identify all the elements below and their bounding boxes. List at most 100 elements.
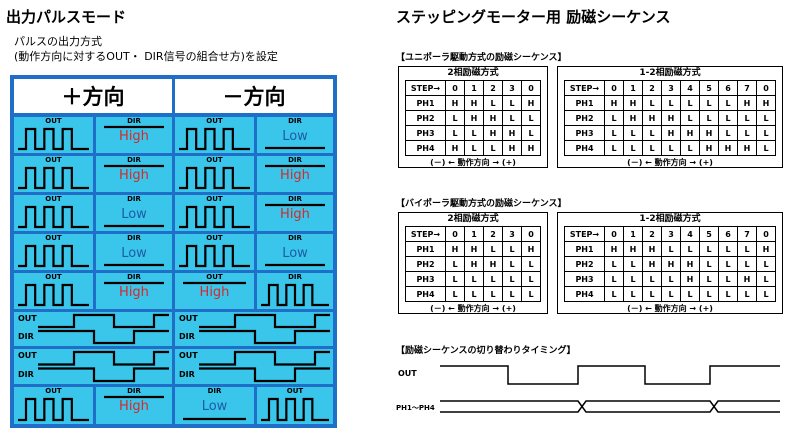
phase-value: L — [464, 140, 484, 156]
signal-label: OUT — [45, 195, 62, 203]
phase-value: L — [604, 286, 624, 302]
excitation-sequence-title: ステッピングモーター用 励磁シーケンス — [396, 8, 671, 26]
step-label: STEP→ — [405, 80, 446, 96]
phase-value: L — [464, 286, 484, 302]
pulse-cell-r4-c0: OUT — [14, 273, 93, 309]
timing-ph-wave-b — [440, 400, 780, 413]
dir-level-value: Low — [282, 129, 308, 144]
phase-name: PH3 — [405, 271, 446, 287]
pulse-cell-r2-c0: OUT — [14, 195, 93, 231]
phase-value: H — [737, 140, 757, 156]
dir-level-value: High — [280, 168, 310, 183]
phase-value: H — [604, 241, 624, 257]
signal-label: DIR — [127, 156, 141, 164]
phase-value: L — [737, 241, 757, 257]
phase-value: L — [756, 286, 776, 302]
pulse-cell-r7-c0: OUT — [14, 387, 93, 424]
step-number: 2 — [483, 80, 503, 96]
timing-diagram — [440, 365, 780, 413]
phase-value: L — [445, 286, 465, 302]
signal-label: OUT — [45, 273, 62, 281]
level-line — [265, 164, 325, 168]
table-title: 1-2相励磁方式 — [639, 214, 701, 224]
step-number: 6 — [718, 80, 738, 96]
dir-level-value: High — [119, 168, 149, 183]
signal-label: OUT — [206, 195, 223, 203]
level-line — [183, 281, 246, 285]
level-line — [183, 417, 246, 421]
signal-label: DIR — [127, 234, 141, 242]
phase-value: L — [718, 241, 738, 257]
phase-value: H — [699, 140, 719, 156]
level-line — [265, 146, 325, 150]
phase-value: L — [718, 110, 738, 126]
signal-label: OUT — [206, 234, 223, 242]
phase-value: L — [623, 140, 643, 156]
phase-name: PH1 — [405, 95, 446, 111]
signal-label: OUT — [206, 156, 223, 164]
phase-value: L — [756, 256, 776, 272]
phase-value: L — [680, 241, 700, 257]
level-line — [104, 281, 164, 285]
step-number: 0 — [604, 80, 624, 96]
phase-value: L — [661, 140, 681, 156]
step-number: 2 — [642, 226, 662, 242]
phase-name: PH3 — [405, 125, 446, 141]
phase-value: L — [483, 241, 503, 257]
plus-direction-header: ＋方向 — [14, 79, 172, 113]
phase-value: H — [502, 125, 522, 141]
level-line — [265, 203, 325, 207]
phase-value: H — [756, 95, 776, 111]
signal-label: OUT — [206, 117, 223, 125]
level-line — [104, 224, 164, 228]
dir-level-value: High — [119, 399, 149, 414]
timing-ph-wave-a — [440, 400, 780, 413]
phase-value: H — [699, 125, 719, 141]
timing-section-label: 【励磁シーケンスの切り替わりタイミング】 — [396, 346, 576, 356]
dir-level-value: High — [119, 129, 149, 144]
pulse-cell-r7-c3: OUT — [257, 387, 333, 424]
phase-value: H — [718, 140, 738, 156]
step-number: 3 — [502, 226, 522, 242]
phase-value: L — [445, 110, 465, 126]
pulse-cell-r1-c2: OUT — [175, 156, 254, 192]
phase-value: H — [680, 256, 700, 272]
phase-value: L — [521, 286, 541, 302]
phase-value: H — [483, 110, 503, 126]
step-number: 2 — [642, 80, 662, 96]
signal-label: OUT — [286, 387, 304, 395]
phase-value: H — [521, 241, 541, 257]
dir-level-value: Low — [201, 399, 228, 414]
timing-out-label: OUT — [398, 369, 417, 378]
phase-name: PH4 — [405, 286, 446, 302]
pulse-cell-r3-c0: OUT — [14, 234, 93, 270]
signal-label: DIR — [207, 387, 222, 395]
phase-value: L — [661, 241, 681, 257]
phase-value: L — [604, 256, 624, 272]
signal-label: DIR — [288, 273, 302, 281]
signal-label: DIR — [127, 195, 141, 203]
pulse-wave — [18, 397, 89, 422]
phase-value: H — [623, 241, 643, 257]
phase-value: H — [642, 110, 662, 126]
phase-value: H — [483, 125, 503, 141]
signal-label: DIR — [288, 234, 302, 242]
phase-value: L — [718, 286, 738, 302]
phase-value: H — [756, 241, 776, 257]
phase-value: L — [642, 125, 662, 141]
phase-value: L — [756, 110, 776, 126]
phase-value: L — [604, 110, 624, 126]
phase-value: L — [661, 95, 681, 111]
